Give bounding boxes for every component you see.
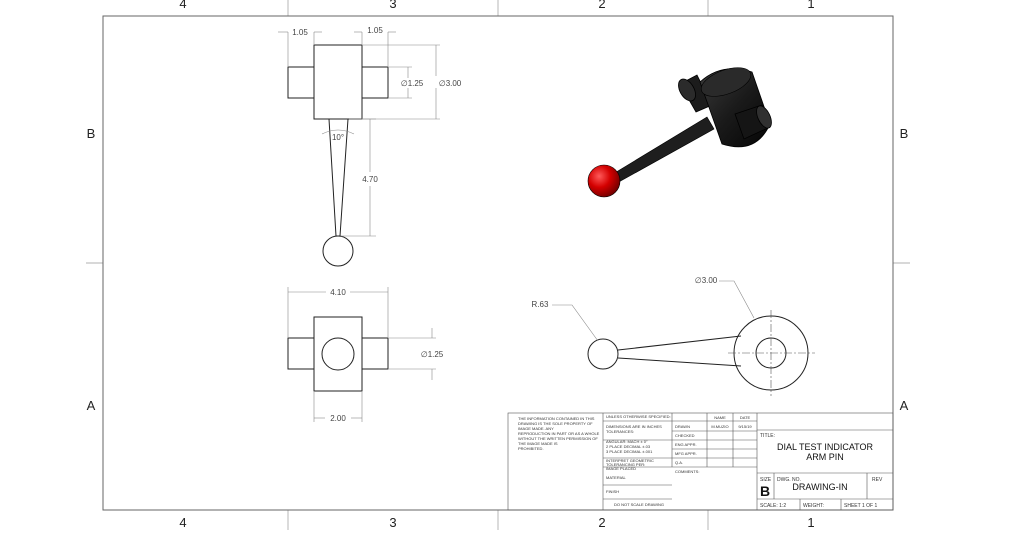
- notice-line-7: PROHIBITED.: [518, 446, 544, 451]
- approvals-header-date: DATE: [740, 415, 751, 420]
- dim-bottom-width: 2.00: [330, 414, 346, 423]
- zone-col-2-top: 2: [598, 0, 605, 11]
- bottom-view: [287, 316, 389, 392]
- approvals-table: NAME DATE DRAWN M.MUZIO 9/15/19 CHECKED …: [675, 415, 752, 474]
- approvals-row-label: DRAWN: [675, 424, 690, 429]
- drawing-title-line-1: DIAL TEST INDICATOR: [777, 442, 874, 452]
- zone-ticks: [86, 0, 910, 530]
- zone-col-2-bottom: 2: [598, 515, 605, 530]
- title-area: TITLE: DIAL TEST INDICATOR ARM PIN SIZE …: [760, 433, 883, 509]
- sheet-border: [102, 15, 894, 511]
- side-view-leaders: [552, 280, 755, 342]
- approvals-header-name: NAME: [714, 415, 726, 420]
- zone-row-a-right: A: [900, 398, 909, 413]
- spec-interpret-2: TOLERANCING PER:: [606, 462, 645, 467]
- dim-overall-width: 4.10: [330, 288, 346, 297]
- dim-taper-angle: 10°: [332, 133, 344, 142]
- title-block-lines: [507, 412, 894, 511]
- approvals-row-label: MFG APPR.: [675, 451, 697, 456]
- front-right-hub: [361, 66, 389, 99]
- spec-column: UNLESS OTHERWISE SPECIFIED: DIMENSIONS A…: [606, 414, 671, 507]
- spec-dims-1: DIMENSIONS ARE IN INCHES: [606, 424, 662, 429]
- front-ball: [322, 235, 354, 267]
- bottom-ball: [321, 337, 355, 371]
- notice-line-6: THE IMAGE MADE IS: [518, 441, 558, 446]
- approvals-row-name: M.MUZIO: [711, 424, 728, 429]
- drawing-title-line-2: ARM PIN: [806, 452, 844, 462]
- approvals-comments: COMMENTS:: [675, 469, 699, 474]
- size-value: B: [760, 483, 770, 499]
- side-arm-bottom: [617, 357, 742, 367]
- spec-material: MATERIAL: [606, 475, 626, 480]
- dim-hub-diameter: ∅1.25: [401, 79, 424, 88]
- zone-col-3-bottom: 3: [389, 515, 396, 530]
- zone-col-3-top: 3: [389, 0, 396, 11]
- dwg-no-value: DRAWING-IN: [792, 482, 847, 492]
- isometric-view: [587, 67, 772, 198]
- notice-line-4: REPRODUCTION IN PART OR AS A WHOLE: [518, 431, 600, 436]
- approvals-row-label: ENG APPR.: [675, 442, 697, 447]
- notice-line-1: THE INFORMATION CONTAINED IN THIS: [518, 416, 595, 421]
- spec-tol-2: 2 PLACE DECIMAL ±.03: [606, 444, 651, 449]
- side-ball: [587, 338, 619, 370]
- scale-text: SCALE: 1:2: [760, 503, 786, 509]
- zone-col-4-top: 4: [179, 0, 186, 11]
- bottom-right-hub: [361, 337, 389, 370]
- side-view: [587, 310, 815, 396]
- zone-col-1-bottom: 1: [807, 515, 814, 530]
- approvals-row-date: 9/15/19: [738, 424, 752, 429]
- dim-body-diameter: ∅3.00: [439, 79, 462, 88]
- spec-interpret-3: IMAGE PLACED: [606, 466, 636, 471]
- spec-dims-2: TOLERANCES:: [606, 429, 634, 434]
- spec-unless: UNLESS OTHERWISE SPECIFIED:: [606, 414, 671, 419]
- dim-right-offset: 1.05: [367, 26, 383, 35]
- dim-arm-length: 4.70: [362, 175, 378, 184]
- notice-line-3: IMAGE MADE. ANY: [518, 426, 554, 431]
- approvals-row-label: CHECKED: [675, 433, 695, 438]
- bottom-view-dims: [287, 287, 436, 422]
- iso-ball: [587, 164, 621, 198]
- title-label: TITLE:: [760, 433, 775, 439]
- spec-tol-1: ANGULAR: MACH ± 0°: [606, 439, 648, 444]
- front-view: [287, 44, 389, 267]
- bottom-left-hub: [287, 337, 315, 370]
- dwg-no-label: DWG. NO.: [777, 477, 801, 483]
- front-body: [313, 44, 363, 120]
- notice-line-2: DRAWING IS THE SOLE PROPERTY OF: [518, 421, 593, 426]
- side-arm-top: [617, 335, 742, 351]
- zone-row-b-right: B: [900, 126, 909, 141]
- zone-row-a-left: A: [87, 398, 96, 413]
- spec-no-scale: DO NOT SCALE DRAWING: [614, 502, 664, 507]
- front-view-dims: [278, 31, 440, 237]
- spec-finish: FINISH: [606, 489, 619, 494]
- sheet-text: SHEET 1 OF 1: [844, 503, 877, 509]
- dim-bottom-hub-diameter: ∅1.25: [421, 350, 444, 359]
- weight-text: WEIGHT:: [803, 503, 824, 509]
- spec-interpret-1: INTERPRET GEOMETRIC: [606, 458, 654, 463]
- dim-side-diameter: ∅3.00: [695, 276, 718, 285]
- approvals-row-label: Q.A.: [675, 460, 683, 465]
- notice-line-5: WITHOUT THE WRITTEN PERMISSION OF: [518, 436, 598, 441]
- dim-ball-radius: R.63: [532, 300, 549, 309]
- zone-col-1-top: 1: [807, 0, 814, 11]
- rev-label: REV: [872, 477, 883, 483]
- zone-col-4-bottom: 4: [179, 515, 186, 530]
- size-label: SIZE: [760, 477, 772, 483]
- front-left-hub: [287, 66, 315, 99]
- iso-arm: [612, 116, 715, 184]
- spec-tol-3: 3 PLACE DECIMAL ±.001: [606, 449, 653, 454]
- bottom-body: [313, 316, 363, 392]
- dim-left-offset: 1.05: [292, 28, 308, 37]
- proprietary-notice: THE INFORMATION CONTAINED IN THIS DRAWIN…: [518, 416, 600, 451]
- zone-row-b-left: B: [87, 126, 96, 141]
